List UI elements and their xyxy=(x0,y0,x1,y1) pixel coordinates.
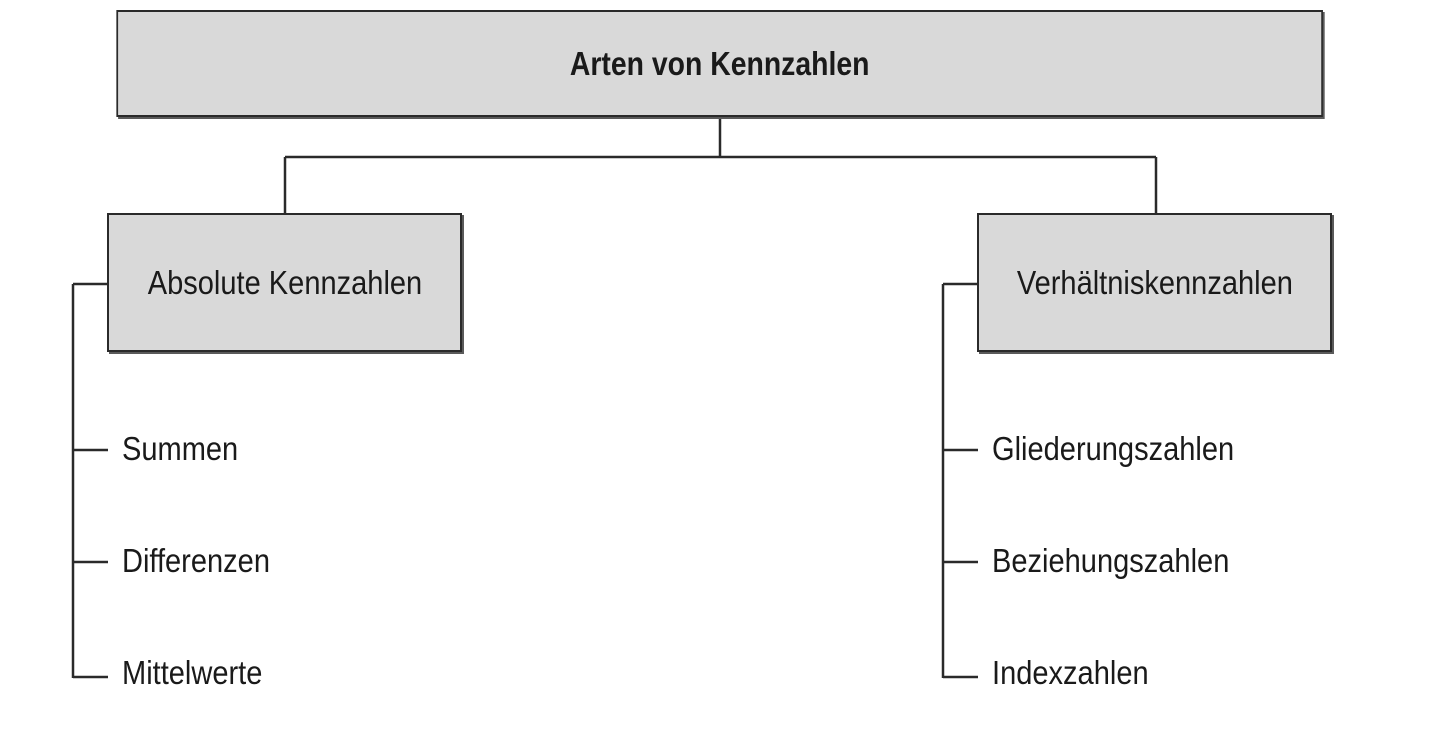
list-item: Differenzen xyxy=(122,542,270,579)
list-item: Summen xyxy=(122,430,239,467)
list-item: Gliederungszahlen xyxy=(992,430,1235,467)
root-node-label: Arten von Kennzahlen xyxy=(569,44,870,82)
root-node: Arten von Kennzahlen xyxy=(116,10,1323,117)
list-item: Beziehungszahlen xyxy=(992,542,1230,579)
category-node-ratio: Verhältniskennzahlen xyxy=(977,213,1332,352)
category-label-absolute: Absolute Kennzahlen xyxy=(147,263,422,301)
category-label-ratio: Verhältniskennzahlen xyxy=(1016,263,1293,301)
category-node-absolute: Absolute Kennzahlen xyxy=(107,213,462,352)
list-item: Indexzahlen xyxy=(992,654,1149,691)
list-item: Mittelwerte xyxy=(122,654,263,691)
